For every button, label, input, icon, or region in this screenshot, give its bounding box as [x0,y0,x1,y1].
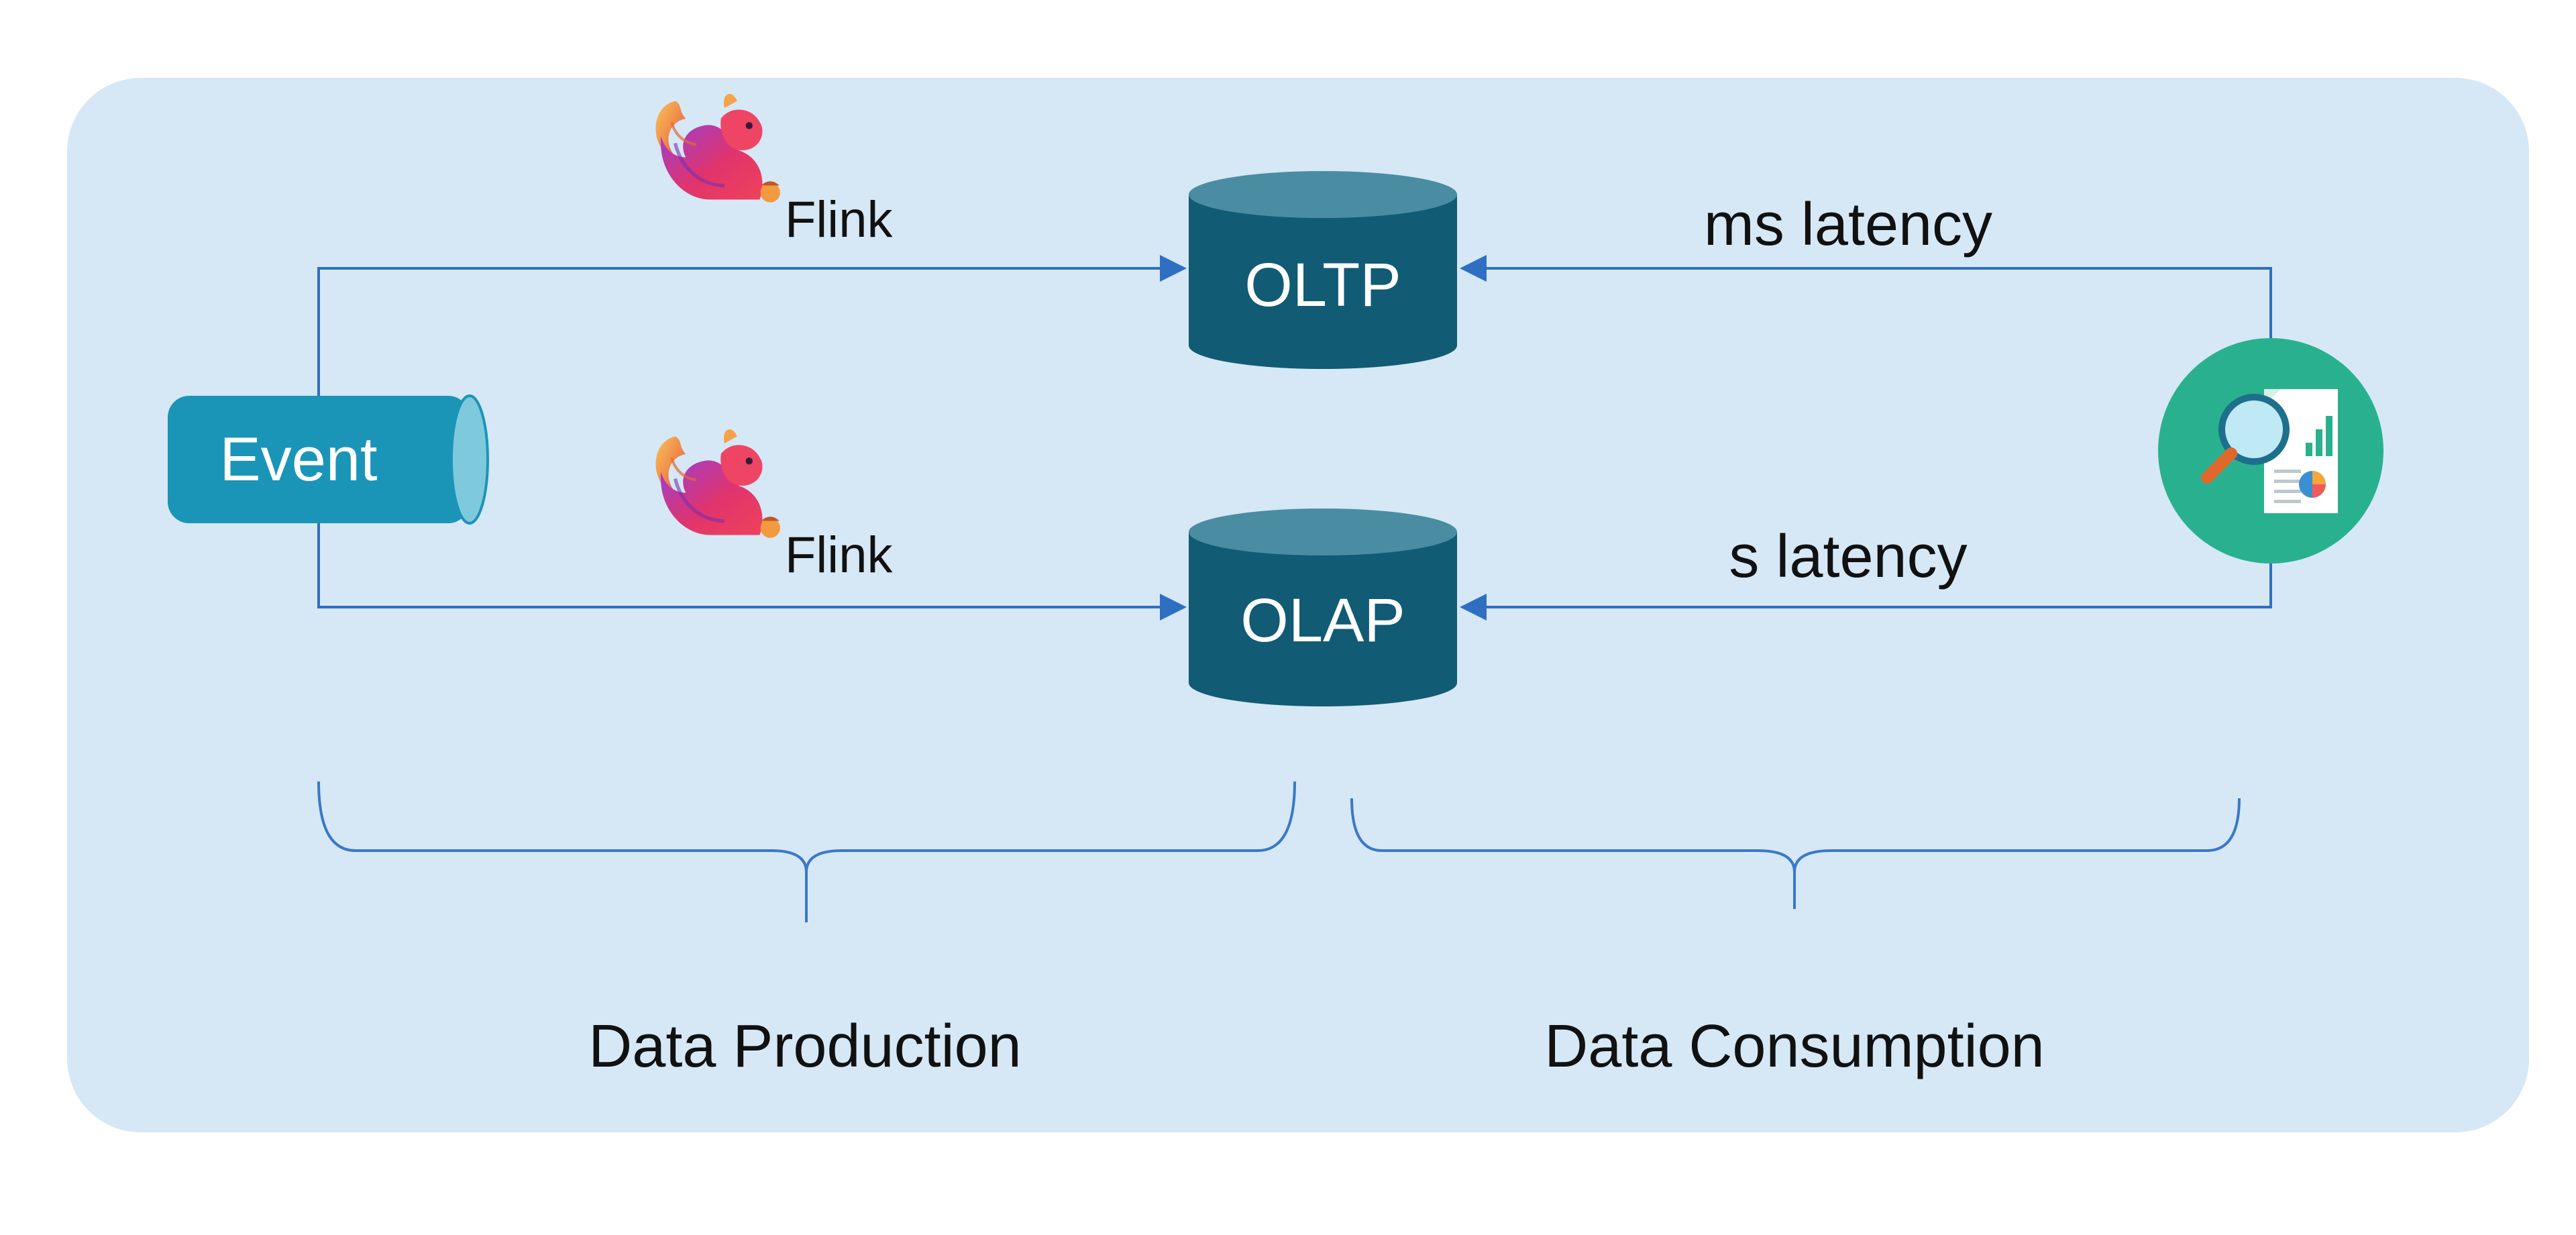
analytics-report-icon [2158,338,2383,563]
flink-top-label: Flink [785,191,893,248]
analytics-to-oltp-arrow [1460,255,2272,342]
event-to-olap-arrow [317,523,1187,621]
data-consumption-label: Data Consumption [1544,1013,2045,1080]
event-queue-icon [168,394,489,525]
production-brace [317,781,1296,922]
flink-bottom-label: Flink [785,527,893,584]
oltp-label: OLTP [1244,251,1401,319]
s-latency-label: s latency [1729,523,1968,590]
analytics-to-olap-arrow [1460,563,2272,621]
consumption-brace [1350,798,2241,909]
oltp-database-icon [1189,171,1457,369]
olap-label: OLAP [1240,586,1405,655]
ms-latency-label: ms latency [1703,191,1993,258]
data-production-label: Data Production [588,1013,1022,1080]
event-label: Event [219,425,378,494]
olap-database-icon [1189,508,1457,706]
event-to-oltp-arrow [317,255,1187,396]
